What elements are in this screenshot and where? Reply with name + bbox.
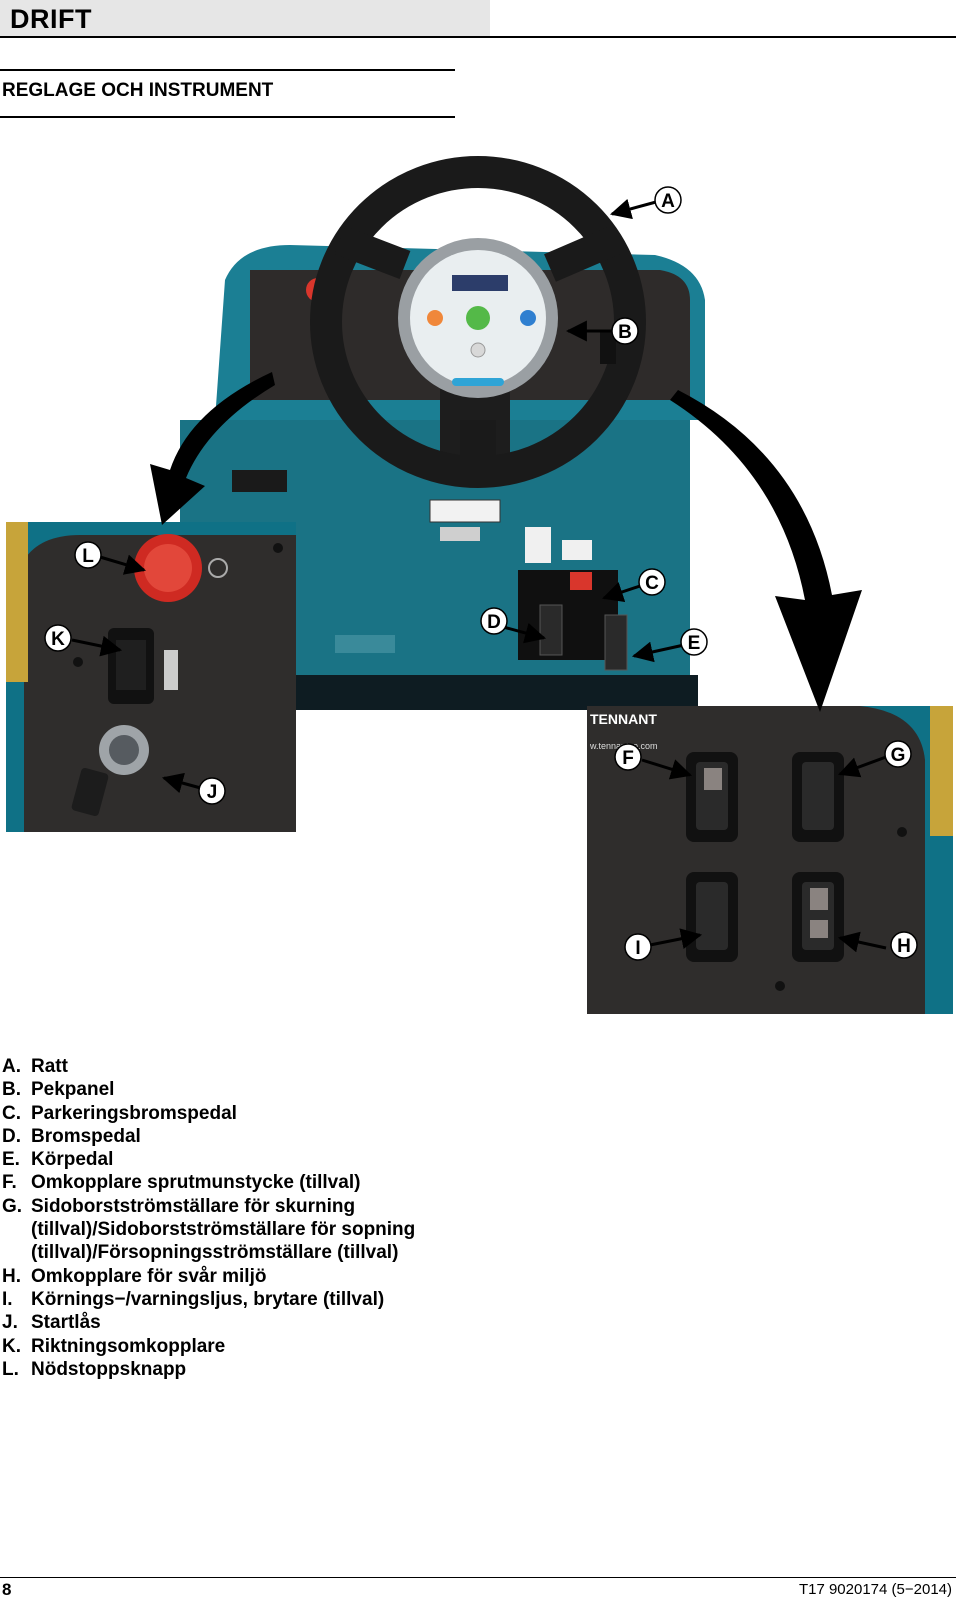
callout-d: D xyxy=(480,607,508,635)
callout-e: E xyxy=(680,628,708,656)
legend-item-j: J.Startlås xyxy=(2,1312,101,1334)
right-pointer-arrow xyxy=(670,390,862,712)
callout-l: L xyxy=(74,541,102,569)
chapter-title: DRIFT xyxy=(10,4,92,34)
controls-figure: TENNANT w.tennantco.com A xyxy=(6,150,953,1014)
svg-text:I: I xyxy=(635,938,640,959)
callout-b: B xyxy=(611,317,639,345)
section-rule-top xyxy=(0,69,455,71)
svg-text:C: C xyxy=(645,573,659,594)
document-number: T17 9020174 (5−2014) xyxy=(798,1581,952,1598)
legend-item-f: F.Omkopplare sprutmunstycke (tillval) xyxy=(2,1172,361,1194)
section-rule-bottom xyxy=(0,116,455,118)
legend-item-d: D.Bromspedal xyxy=(2,1125,141,1147)
legend-item-l: L.Nödstoppsknapp xyxy=(2,1358,187,1380)
callout-f: F xyxy=(614,743,642,771)
svg-text:H: H xyxy=(897,936,911,957)
svg-text:B: B xyxy=(618,322,632,343)
legend-item-a: A.Ratt xyxy=(2,1056,68,1077)
callout-k: K xyxy=(44,624,72,652)
left-pointer-arrow xyxy=(150,372,275,525)
callout-g: G xyxy=(884,740,912,768)
brand-label: TENNANT xyxy=(590,711,657,727)
header-band xyxy=(0,0,490,38)
legend-item-i: I.Körnings−/varningsljus, brytare (tillv… xyxy=(2,1288,385,1310)
callout-h: H xyxy=(890,931,918,959)
left-inset-photo xyxy=(6,522,296,832)
legend-item-g: G.Sidoborstströmställare för skurning (t… xyxy=(2,1195,416,1264)
section-title: REGLAGE OCH INSTRUMENT xyxy=(2,80,274,101)
legend-list: A.Ratt B.Pekpanel C.Parkeringsbromspedal… xyxy=(2,1055,471,1381)
callout-a: A xyxy=(654,186,682,214)
footer-rule xyxy=(0,1577,956,1578)
legend-item-b: B.Pekpanel xyxy=(2,1079,115,1101)
svg-text:G: G xyxy=(891,745,906,766)
legend-item-e: E.Körpedal xyxy=(2,1149,114,1171)
svg-text:K: K xyxy=(51,629,65,650)
legend-item-k: K.Riktningsomkopplare xyxy=(2,1335,226,1357)
legend-item-h: H.Omkopplare för svår miljö xyxy=(2,1265,267,1287)
callout-i: I xyxy=(624,933,652,961)
callout-j: J xyxy=(198,777,226,805)
svg-text:D: D xyxy=(487,612,501,633)
page-number: 8 xyxy=(2,1580,12,1599)
svg-text:A: A xyxy=(661,191,675,212)
svg-text:F: F xyxy=(622,748,634,769)
svg-text:J: J xyxy=(207,782,218,803)
header-rule xyxy=(0,36,956,38)
callout-c: C xyxy=(638,568,666,596)
svg-text:L: L xyxy=(82,546,94,567)
svg-text:E: E xyxy=(688,633,701,654)
legend-item-c: C.Parkeringsbromspedal xyxy=(2,1102,237,1124)
